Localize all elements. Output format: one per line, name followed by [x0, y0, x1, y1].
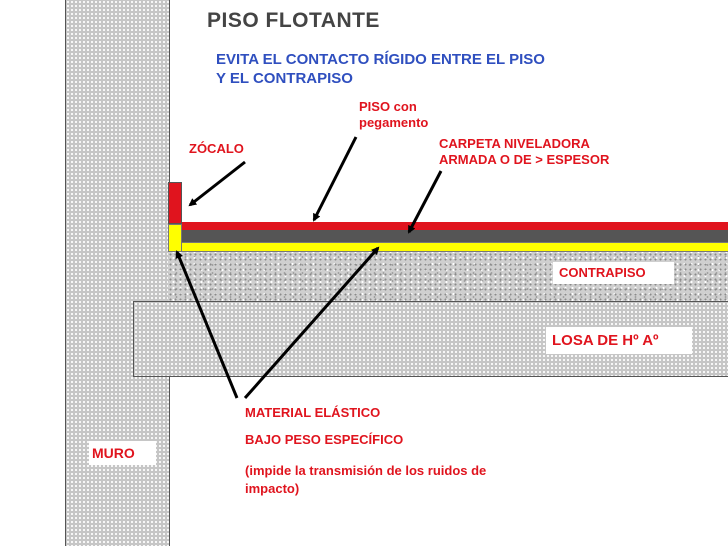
elastic-strip-horizontal — [182, 242, 728, 252]
wall-muro — [65, 0, 170, 546]
label-contrapiso: CONTRAPISO — [553, 262, 674, 284]
subtitle-line-1: EVITA EL CONTACTO RÍGIDO ENTRE EL PISO — [216, 51, 545, 68]
label-material-line-1: MATERIAL ELÁSTICO — [245, 405, 381, 420]
label-material-line-2: BAJO PESO ESPECÍFICO — [245, 432, 404, 447]
label-material-line-3: (impide la transmisión de los ruidos de — [245, 463, 487, 478]
arrow-carpeta — [407, 170, 443, 234]
label-material-line-4: impacto) — [245, 481, 300, 496]
label-piso-line-1: PISO con — [359, 99, 417, 114]
arrow-piso — [312, 136, 358, 222]
carpeta-layer — [182, 230, 728, 242]
zocalo-baseboard — [168, 182, 182, 224]
label-muro: MURO — [89, 441, 156, 465]
arrow-elastic-left — [175, 250, 239, 399]
arrow-elastic-right — [243, 246, 380, 399]
page-title: PISO FLOTANTE — [207, 9, 380, 32]
label-carpeta-line-2: ARMADA O DE > ESPESOR — [439, 152, 610, 167]
label-piso-line-2: pegamento — [359, 115, 429, 130]
arrow-zocalo — [188, 160, 246, 207]
label-losa: LOSA DE Hº Aº — [546, 327, 692, 354]
label-carpeta-line-1: CARPETA NIVELADORA — [439, 136, 590, 151]
label-zocalo: ZÓCALO — [189, 141, 244, 156]
floor-piso-layer — [182, 222, 728, 230]
elastic-strip-vertical — [168, 224, 182, 252]
subtitle-line-2: Y EL CONTRAPISO — [216, 70, 353, 87]
